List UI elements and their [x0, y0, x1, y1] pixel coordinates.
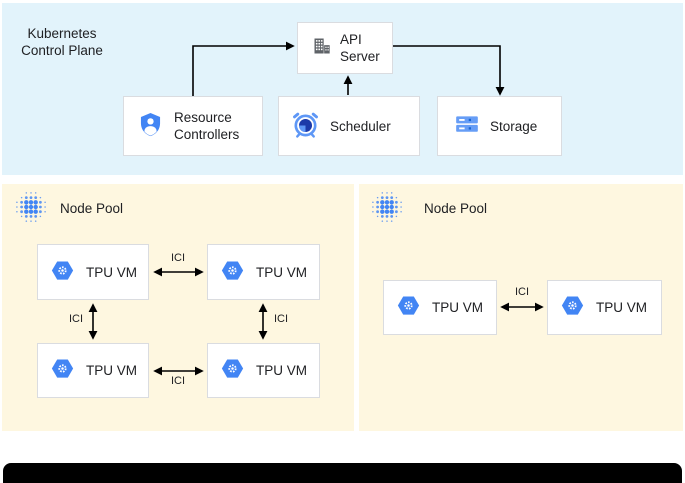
tpu-vm-label: TPU VM: [432, 300, 484, 315]
ici-label-right: ICI: [273, 313, 289, 325]
resource-controllers-label: Resource Controllers: [174, 110, 240, 142]
scheduler-box: Scheduler: [278, 96, 420, 156]
tpu-vm-box-3: TPU VM: [37, 343, 149, 398]
tpu-vm-box-5: TPU VM: [383, 280, 497, 335]
tpu-vm-box-4: TPU VM: [207, 343, 320, 398]
ici-label-top: ICI: [170, 252, 186, 264]
tpu-hexagon-icon: [220, 356, 245, 385]
tpu-vm-label: TPU VM: [86, 264, 138, 280]
control-plane-title: Kubernetes Control Plane: [21, 26, 103, 58]
tpu-vm-box-2: TPU VM: [207, 244, 320, 300]
tpu-hexagon-icon: [50, 258, 75, 287]
alarm-clock-icon: [291, 110, 320, 143]
resource-controllers-box: Resource Controllers: [123, 96, 263, 156]
tpu-vm-box-6: TPU VM: [547, 280, 662, 335]
building-icon: [312, 36, 332, 60]
node-pool-dots-icon: [16, 192, 46, 222]
bottom-black-bar: [3, 463, 682, 483]
tpu-hexagon-icon: [220, 258, 245, 287]
node-pool-dots-icon: [372, 192, 402, 222]
tpu-vm-label: TPU VM: [596, 300, 648, 315]
api-server-label: API Server: [340, 32, 380, 64]
node-pool-left-label: Node Pool: [60, 201, 124, 216]
ici-label-right-pool: ICI: [514, 286, 530, 298]
storage-label: Storage: [490, 118, 538, 134]
disk-stack-icon: [454, 111, 480, 141]
api-server-box: API Server: [297, 22, 393, 74]
tpu-vm-label: TPU VM: [86, 363, 138, 378]
shield-user-icon: [137, 110, 164, 143]
tpu-hexagon-icon: [396, 293, 421, 322]
tpu-hexagon-icon: [560, 293, 585, 322]
tpu-hexagon-icon: [50, 356, 75, 385]
tpu-vm-label: TPU VM: [256, 363, 308, 378]
ici-label-left: ICI: [68, 313, 84, 325]
tpu-vm-box-1: TPU VM: [37, 244, 149, 300]
tpu-vm-label: TPU VM: [256, 264, 308, 280]
storage-box: Storage: [437, 96, 562, 156]
node-pool-right-label: Node Pool: [424, 201, 488, 216]
ici-label-bottom: ICI: [170, 375, 186, 387]
scheduler-label: Scheduler: [330, 118, 391, 134]
